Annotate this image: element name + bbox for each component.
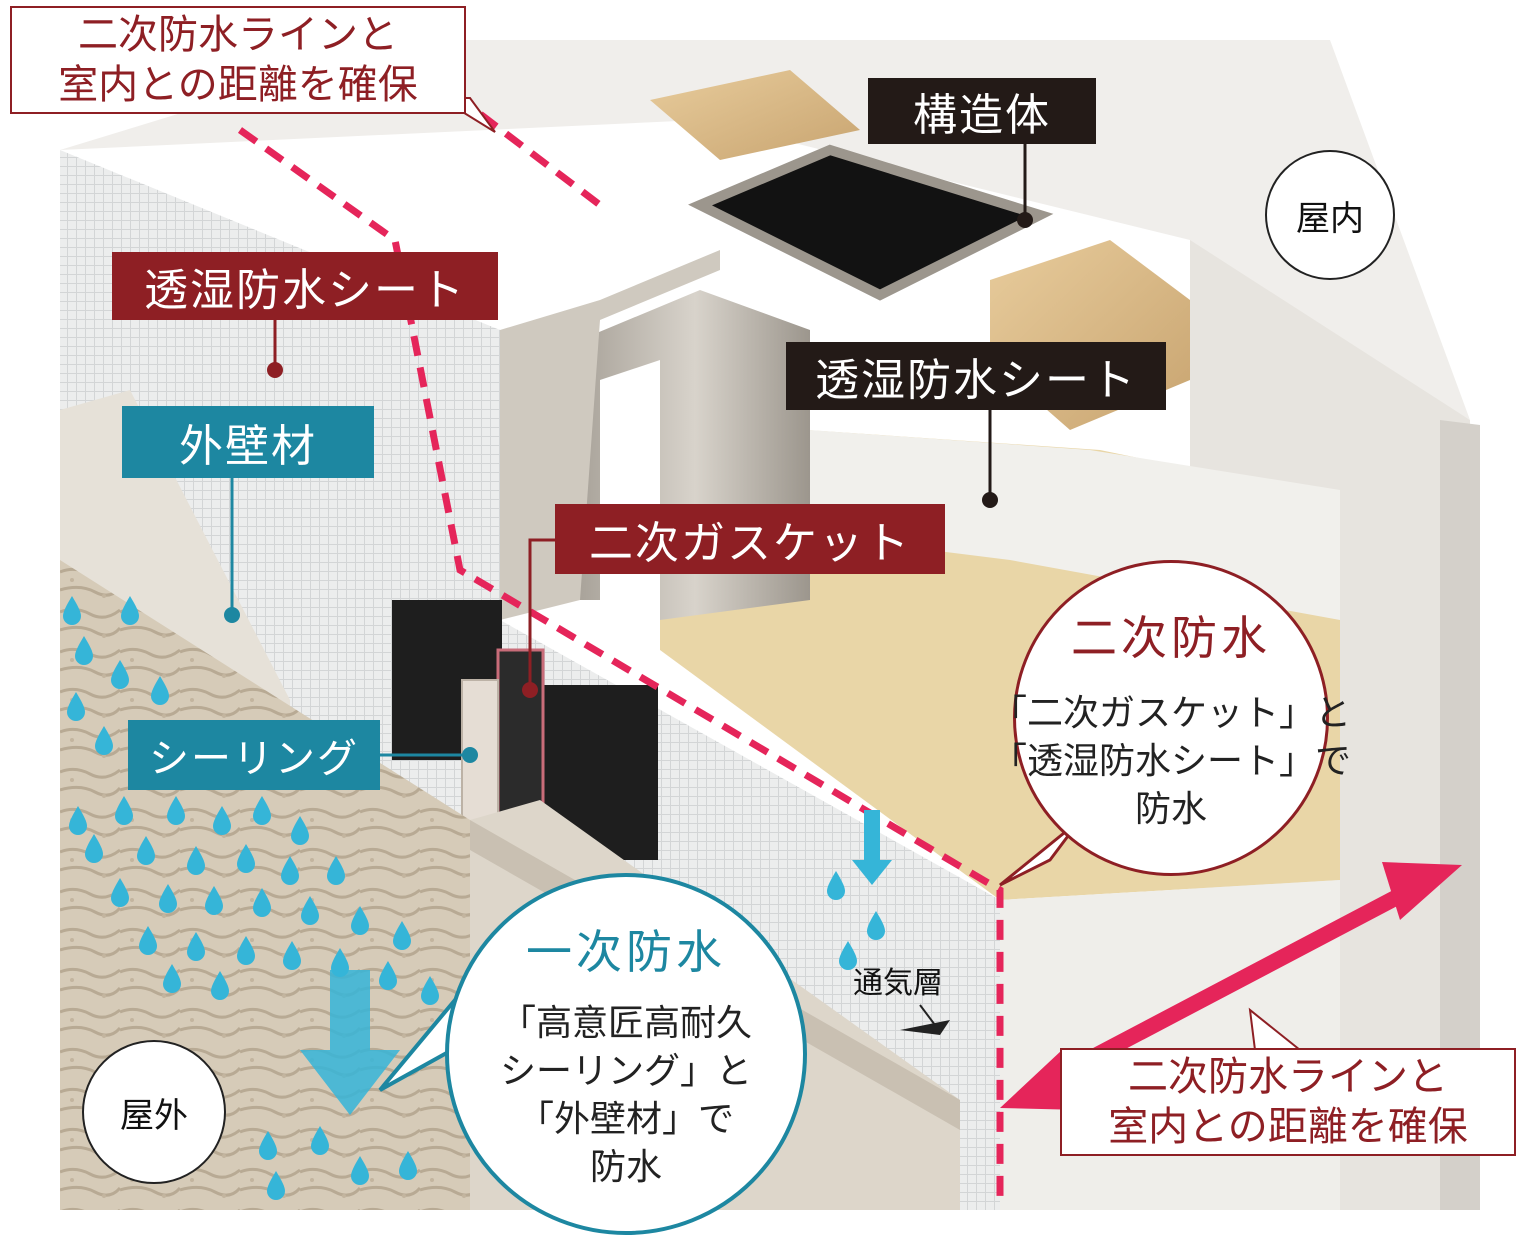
ventilation-marker <box>900 1020 950 1035</box>
primary-waterproof-line-1: 「高意匠高耐久 <box>499 1003 752 1044</box>
wood-stud-top <box>650 70 860 160</box>
interior-board-edge <box>1440 420 1480 1210</box>
structure-label: 構造体 <box>868 78 1096 144</box>
water-arrow-big <box>300 970 400 1115</box>
top-surface <box>60 40 1470 420</box>
secondary-waterproof-line-3: 防水 <box>1134 789 1207 830</box>
water-arrow-small <box>852 810 892 885</box>
exterior-wall-label: 外壁材 <box>122 406 374 478</box>
bottom-callout-line-1: 二次防水ラインと <box>1128 1054 1448 1100</box>
primary-waterproof-line-3: 「外壁材」で <box>517 1099 734 1140</box>
distance-arrow-head-right <box>1382 862 1462 920</box>
breathable-sheet-label-right: 透湿防水シート <box>786 342 1166 410</box>
indoor-label: 屋内 <box>1296 198 1364 239</box>
primary-waterproof-circle: 一次防水 「高意匠高耐久 シーリング」と 「外壁材」で 防水 <box>445 873 807 1235</box>
outdoor-label: 屋外 <box>120 1095 188 1136</box>
indoor-badge: 屋内 <box>1265 150 1395 280</box>
primary-waterproof-line-2: シーリング」と <box>499 1051 752 1092</box>
steel-box <box>688 144 1054 301</box>
breathable-sheet-label-left: 透湿防水シート <box>112 252 498 320</box>
secondary-waterproof-line-1: 「二次ガスケット」と <box>991 693 1352 734</box>
secondary-waterproof-circle: 二次防水 「二次ガスケット」と 「透湿防水シート」で 防水 <box>991 560 1351 876</box>
top-distance-callout: 二次防水ラインと 室内との距離を確保 <box>10 6 466 114</box>
bottom-distance-callout: 二次防水ラインと 室内との距離を確保 <box>1060 1048 1516 1156</box>
top-callout-line-2: 室内との距離を確保 <box>58 62 418 108</box>
primary-waterproof-title: 一次防水 <box>526 925 726 979</box>
secondary-gasket-label: 二次ガスケット <box>555 504 945 574</box>
bottom-callout-line-2: 室内との距離を確保 <box>1108 1104 1468 1150</box>
secondary-waterproof-line <box>237 127 1004 1200</box>
outdoor-badge: 屋外 <box>82 1040 226 1184</box>
secondary-waterproof-title: 二次防水 <box>1071 611 1271 665</box>
ventilation-layer-label: 通気層 <box>853 966 943 1001</box>
secondary-waterproof-line-2: 「透湿防水シート」で <box>991 741 1352 782</box>
sealing-label: シーリング <box>128 720 380 790</box>
top-callout-line-1: 二次防水ラインと <box>78 12 398 58</box>
primary-waterproof-line-4: 防水 <box>589 1147 662 1188</box>
secondary-circle-tail <box>999 818 1082 887</box>
